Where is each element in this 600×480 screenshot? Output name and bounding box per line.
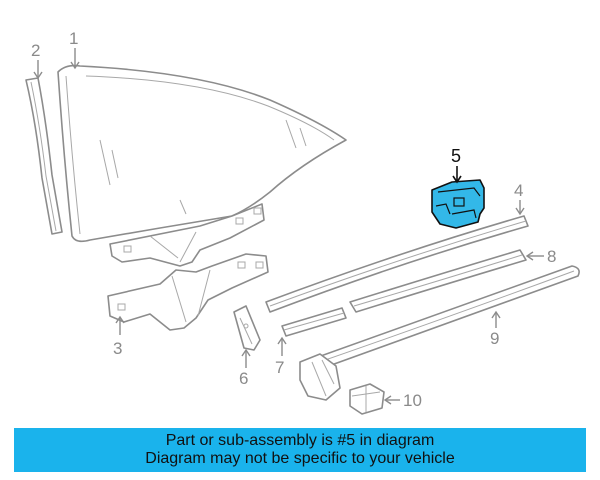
leader-lines <box>33 48 544 405</box>
regulator-bracket <box>109 203 265 267</box>
callout-10: 10 <box>403 391 422 410</box>
part-10-clip <box>349 383 385 415</box>
part-2-weatherstrip <box>25 77 63 235</box>
callout-9: 9 <box>490 329 499 348</box>
callout-4: 4 <box>514 181 523 200</box>
callout-2: 2 <box>31 41 40 60</box>
banner-line-2: Diagram may not be specific to your vehi… <box>145 450 455 467</box>
part-7-strip <box>281 307 347 337</box>
info-banner: Part or sub-assembly is #5 in diagram Di… <box>14 428 586 472</box>
part-9-rocker-molding <box>299 265 580 401</box>
callout-5: 5 <box>451 146 461 166</box>
part-6-bracket <box>233 305 261 351</box>
callout-8: 8 <box>547 247 556 266</box>
part-8-molding <box>349 249 527 313</box>
callout-1: 1 <box>69 29 78 48</box>
part-1-quarter-glass <box>57 64 347 243</box>
callout-3: 3 <box>113 339 122 358</box>
callout-6: 6 <box>239 369 248 388</box>
part-3-bracket <box>107 253 269 331</box>
callout-7: 7 <box>275 358 284 377</box>
part-4-belt-molding <box>265 215 529 313</box>
banner-line-1: Part or sub-assembly is #5 in diagram <box>165 432 435 449</box>
part-5-highlighted <box>431 179 485 229</box>
